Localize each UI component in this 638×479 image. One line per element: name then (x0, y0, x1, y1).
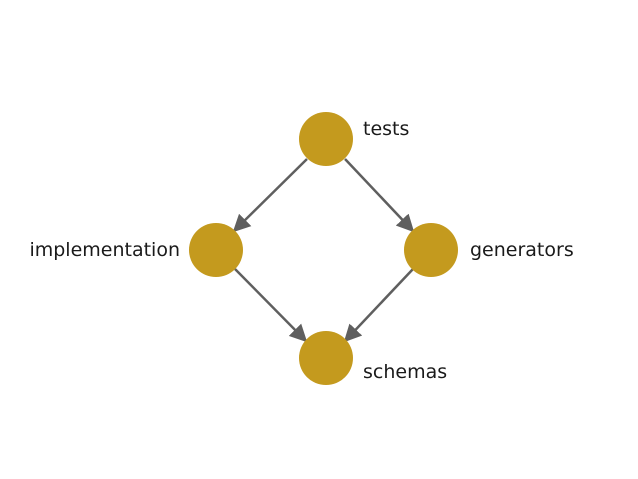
node-implementation-label: implementation (29, 239, 180, 261)
edge-implementation-to-schemas (234, 268, 308, 343)
node-schemas-label: schemas (363, 361, 447, 383)
node-generators-label: generators (470, 239, 574, 261)
node-implementation-circle (189, 223, 243, 277)
node-implementation: implementation (29, 223, 243, 277)
node-tests: tests (299, 112, 409, 166)
edges (232, 158, 415, 343)
edge-tests-to-generators (344, 158, 415, 233)
node-tests-circle (299, 112, 353, 166)
node-generators: generators (404, 223, 574, 277)
edge-tests-to-implementation (232, 158, 308, 233)
node-tests-label: tests (363, 118, 409, 140)
node-schemas: schemas (299, 331, 447, 385)
node-generators-circle (404, 223, 458, 277)
edge-generators-to-schemas (343, 268, 414, 343)
node-schemas-circle (299, 331, 353, 385)
